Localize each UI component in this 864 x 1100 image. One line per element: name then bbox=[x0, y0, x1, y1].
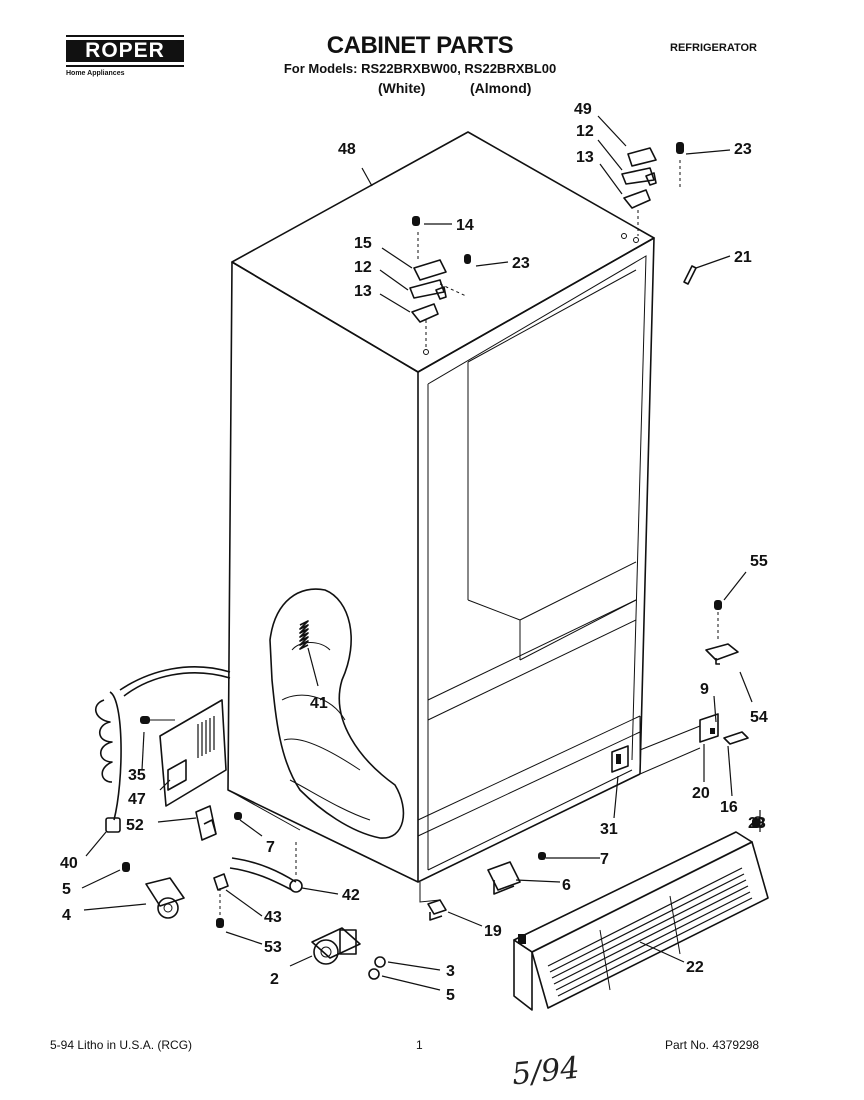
callout-4: 4 bbox=[62, 907, 71, 924]
print-info: 5-94 Litho in U.S.A. (RCG) bbox=[50, 1038, 193, 1052]
callout-16: 16 bbox=[720, 799, 738, 816]
callout-19: 19 bbox=[484, 923, 502, 940]
callout-23-top-right: 23 bbox=[734, 141, 752, 158]
callout-54: 54 bbox=[750, 709, 768, 726]
category-label: REFRIGERATOR bbox=[670, 42, 757, 54]
variant-white-label: (White) bbox=[378, 80, 426, 96]
callout-48: 48 bbox=[338, 141, 356, 158]
trademark-icon: ™ bbox=[176, 40, 183, 47]
clip-part-19 bbox=[427, 899, 447, 921]
drain-tube-part-43 bbox=[213, 842, 303, 928]
bracket-part-31 bbox=[611, 745, 629, 773]
spring-part-41 bbox=[299, 620, 309, 650]
leader-lines bbox=[81, 115, 761, 991]
callout-15: 15 bbox=[354, 235, 372, 252]
roller-part-4 bbox=[122, 862, 185, 919]
callout-5-right: 5 bbox=[446, 987, 455, 1004]
callout-55: 55 bbox=[750, 553, 768, 570]
clip-part-21 bbox=[683, 265, 697, 285]
bracket-part-52 bbox=[195, 805, 242, 841]
callout-9: 9 bbox=[700, 681, 709, 698]
logo-rule-top bbox=[66, 35, 184, 37]
callout-41: 41 bbox=[310, 695, 328, 712]
callout-6: 6 bbox=[562, 877, 571, 894]
callout-23-top-left: 23 bbox=[512, 255, 530, 272]
top-hinge-left bbox=[409, 216, 471, 350]
logo-wordmark: ROPER bbox=[66, 40, 184, 62]
callout-12-top-left: 12 bbox=[354, 259, 372, 276]
callout-14: 14 bbox=[456, 217, 474, 234]
roper-logo: ROPER ™ Home Appliances bbox=[66, 34, 184, 84]
callout-35: 35 bbox=[128, 767, 146, 784]
callout-labels: 48 49 12 13 23 14 15 12 23 13 21 55 41 9… bbox=[60, 101, 768, 1004]
variant-almond-label: (Almond) bbox=[470, 80, 532, 96]
callout-53: 53 bbox=[264, 939, 282, 956]
callout-12-top-right: 12 bbox=[576, 123, 594, 140]
callout-49: 49 bbox=[574, 101, 592, 118]
callout-13-top-left: 13 bbox=[354, 283, 372, 300]
callout-40: 40 bbox=[60, 855, 78, 872]
top-hinge-right bbox=[621, 142, 684, 236]
callout-43: 43 bbox=[264, 909, 282, 926]
page-title: CABINET PARTS bbox=[326, 32, 514, 59]
part-number: Part No. 4379298 bbox=[665, 1038, 760, 1052]
callout-13-top-right: 13 bbox=[576, 149, 594, 166]
callout-31: 31 bbox=[600, 821, 618, 838]
callout-5-left: 5 bbox=[62, 881, 71, 898]
bottom-hinge-right bbox=[699, 600, 764, 828]
callout-21: 21 bbox=[734, 249, 752, 266]
callout-42: 42 bbox=[342, 887, 360, 904]
page-number: 1 bbox=[416, 1038, 423, 1052]
models-line: For Models: RS22BRXBW00, RS22BRXBL00 bbox=[283, 61, 557, 76]
callout-47: 47 bbox=[128, 791, 146, 808]
callout-7-right: 7 bbox=[600, 851, 609, 868]
cabinet-cutaway bbox=[269, 588, 405, 839]
power-cord-part-40 bbox=[94, 666, 231, 833]
control-box bbox=[140, 699, 227, 807]
callout-7-left: 7 bbox=[266, 839, 275, 856]
logo-tagline: Home Appliances bbox=[66, 70, 125, 77]
bracket-part-6 bbox=[487, 852, 546, 895]
callout-23-bottom-right: 23 bbox=[748, 815, 766, 832]
grille-part-22 bbox=[513, 831, 769, 1011]
logo-rule-bottom bbox=[66, 65, 184, 67]
roller-part-2 bbox=[311, 927, 386, 980]
callout-22: 22 bbox=[686, 959, 704, 976]
cabinet-shell bbox=[227, 131, 701, 903]
callout-2: 2 bbox=[270, 971, 279, 988]
callout-52: 52 bbox=[126, 817, 144, 834]
handwritten-date-note: 5/94 bbox=[510, 1050, 582, 1093]
callout-3: 3 bbox=[446, 963, 455, 980]
callout-20: 20 bbox=[692, 785, 710, 802]
